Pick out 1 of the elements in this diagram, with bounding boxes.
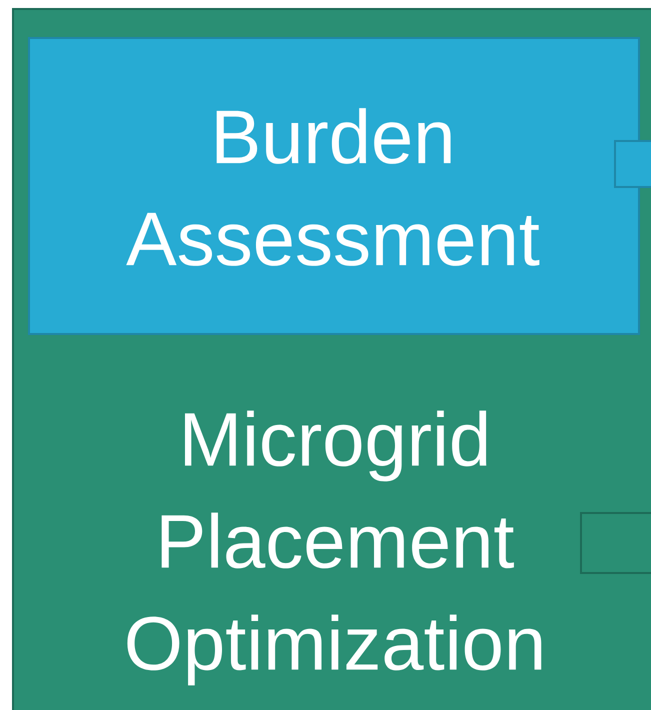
process-box: Burden Assessment: [28, 37, 640, 335]
